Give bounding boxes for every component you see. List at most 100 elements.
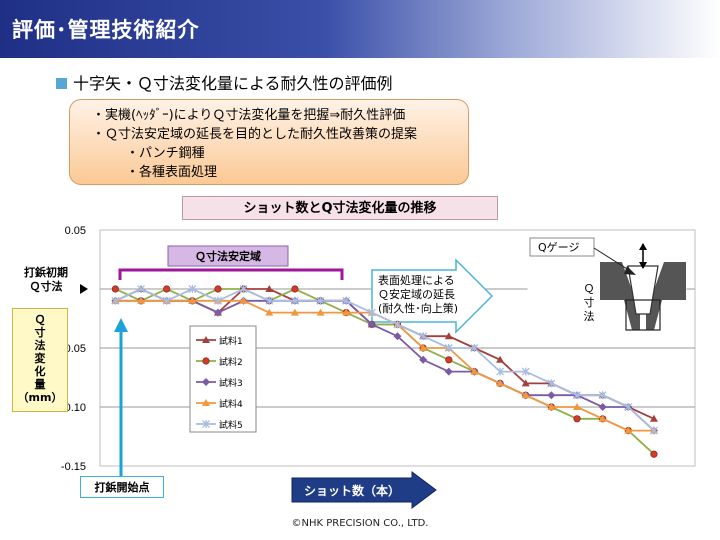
series-3-point-12: [419, 355, 428, 364]
y-label-char-0: Ｑ: [34, 313, 46, 326]
x-axis-label: ショット数（本）: [304, 483, 400, 498]
start-point-label: 打鋲開始点: [80, 476, 164, 498]
series-3-point-11: [393, 332, 402, 341]
series-4-point-3: [188, 296, 197, 304]
series-2-point-2: [163, 285, 171, 293]
extension-note-1: 表面処理による: [378, 273, 455, 287]
legend-marker-5: [202, 420, 210, 428]
series-2-point-13: [445, 356, 453, 364]
y-label-char-2: 法: [34, 339, 46, 352]
series-5-point-7: [290, 296, 299, 305]
note-line-3: ・パンチ鋼種: [126, 146, 205, 161]
legend-marker-2: [202, 357, 210, 365]
y-label-char-3: 変: [34, 352, 46, 365]
series-4-point-20: [624, 426, 633, 434]
y-tick-label-0: 0.05: [65, 225, 86, 237]
x-axis-arrow-shape: [291, 471, 437, 509]
series-1-point-21: [649, 414, 658, 422]
initial-q-arrow-icon: [80, 284, 88, 294]
series-5-point-5: [239, 285, 248, 293]
gauge-punch: [627, 265, 659, 315]
legend-label-3: 試料3: [219, 377, 243, 389]
q-gauge-leader-arrow-icon: [624, 266, 636, 275]
series-5-point-21: [650, 426, 658, 435]
title-bar: 評価･管理技術紹介: [0, 0, 720, 58]
gauge-die-right: [646, 262, 686, 330]
series-1-point-15: [496, 355, 505, 363]
series-2-point-18: [573, 415, 581, 423]
series-3-point-13: [444, 367, 453, 376]
note-line-1: ・実機(ﾍｯﾀﾞｰ)によりＱ寸法変化量を把握⇒耐久性評価: [92, 108, 406, 123]
series-3-point-4: [213, 308, 222, 317]
stable-zone-bracket: [118, 268, 344, 280]
extension-note-3: (耐久性･向上策): [378, 301, 458, 315]
extension-arrow-shape: [371, 258, 494, 334]
y-label-char-5: 量: [34, 378, 46, 391]
series-line-3: [115, 299, 655, 432]
extension-note-2: Ｑ安定域の延長: [378, 287, 455, 301]
series-5-point-20: [624, 403, 633, 411]
series-1-point-16: [521, 379, 530, 387]
legend-label-1: 試料1: [219, 335, 243, 347]
summary-note: ・実機(ﾍｯﾀﾞｰ)によりＱ寸法変化量を把握⇒耐久性評価 ・Ｑ寸法安定域の延長を…: [69, 99, 469, 185]
series-2-point-0: [111, 285, 119, 293]
series-line-5: [115, 288, 655, 432]
series-1-point-6: [265, 285, 274, 292]
y-label-char-4: 化: [34, 365, 46, 378]
series-4-point-1: [137, 296, 146, 304]
y-label-char-1: 寸: [34, 326, 46, 339]
note-line-4: ・各種表面処理: [126, 165, 218, 180]
legend-marker-3: [202, 378, 210, 386]
series-2-point-7: [291, 285, 299, 293]
series-4-point-12: [419, 344, 428, 351]
series-4-point-15: [496, 379, 505, 387]
q-gauge-label: Qゲージ: [538, 241, 579, 254]
series-4-point-6: [265, 308, 274, 316]
page-title: 評価･管理技術紹介: [12, 18, 200, 42]
series-5-point-12: [419, 332, 428, 341]
series-5-point-11: [393, 320, 402, 329]
legend-marker-4: [202, 399, 210, 406]
legend-marker-1: [202, 336, 210, 343]
series-4-point-7: [290, 308, 299, 316]
legend-box: [189, 325, 257, 433]
series-3-point-19: [598, 403, 607, 411]
legend-label-4: 試料4: [219, 398, 243, 410]
series-5-point-16: [521, 367, 530, 376]
section-subtitle: 十字矢・Ｑ寸法変化量による耐久性の評価例: [56, 70, 393, 94]
q-gauge-leader-line: [593, 247, 633, 273]
bullet-square-icon: [56, 78, 67, 89]
series-4-point-18: [573, 403, 582, 410]
chart-title: ショット数とQ寸法変化量の推移: [182, 196, 498, 220]
initial-q-label: 打鋲初期 Ｑ寸法: [24, 266, 68, 293]
stable-zone-box: [167, 245, 289, 267]
series-4-point-8: [316, 308, 325, 316]
series-5-point-14: [470, 344, 479, 352]
gauge-pin: [625, 299, 661, 331]
start-point-arrowhead-icon: [114, 318, 128, 332]
y-axis-unit: （mm）: [17, 391, 63, 404]
note-line-2: ・Ｑ寸法安定域の延長を目的とした耐久性改善策の提案: [92, 127, 418, 142]
series-5-point-13: [444, 344, 453, 352]
series-3-point-17: [547, 391, 556, 400]
stable-zone-label: Ｑ寸法安定域: [195, 249, 261, 263]
gauge-die-left: [600, 262, 640, 330]
series-group: [111, 285, 658, 458]
series-5-point-0: [111, 296, 120, 305]
series-4-point-9: [342, 308, 351, 316]
series-5-point-3: [188, 285, 197, 293]
q-dimension-char-0: Ｑ: [584, 282, 595, 295]
series-5-point-8: [316, 296, 325, 305]
series-4-point-19: [598, 414, 607, 422]
y-tick-label-3: -0.15: [61, 461, 86, 473]
series-5-point-19: [598, 391, 607, 400]
series-4-point-16: [521, 391, 530, 399]
series-2-point-21: [650, 450, 658, 458]
q-gauge-callout: [529, 237, 595, 257]
series-5-point-18: [573, 391, 581, 400]
legend-label-2: 試料2: [219, 356, 243, 368]
gauge-double-arrow-icon: [639, 243, 647, 269]
